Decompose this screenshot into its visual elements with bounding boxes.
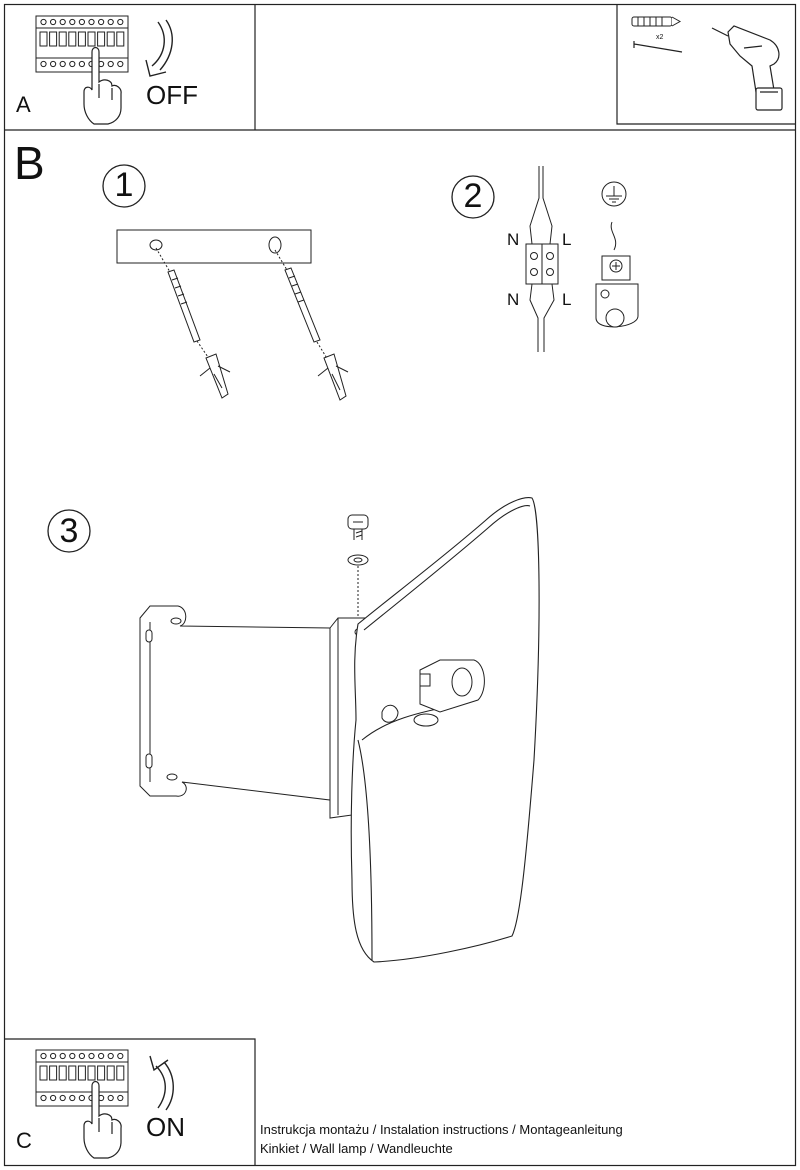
footer-instructions-title: Instrukcja montażu / Instalation instruc… — [260, 1122, 623, 1137]
panel-c-border — [4, 1038, 256, 1166]
off-arrow-icon — [145, 19, 173, 77]
hand-icon — [83, 46, 122, 125]
live-label-bottom: L — [562, 290, 572, 309]
earth-symbol-icon — [601, 181, 627, 207]
wall-plug-icon — [631, 16, 682, 27]
live-label-top: L — [562, 230, 572, 249]
step-1-number: 1 — [114, 166, 134, 204]
wall-bracket — [139, 605, 375, 819]
footer-product-type: Kinkiet / Wall lamp / Wandleuchte — [260, 1141, 453, 1156]
step-3-circle — [47, 509, 91, 553]
neutral-label-bottom: N — [507, 290, 520, 309]
step-1-circle — [102, 164, 146, 208]
mounting-hole-right — [268, 236, 282, 254]
section-a-label: A — [16, 92, 31, 117]
screw-icon — [633, 41, 683, 53]
hand-icon — [83, 1080, 122, 1159]
step-3-number: 3 — [59, 512, 79, 550]
lamp-shade — [350, 497, 540, 963]
page-frame — [3, 3, 797, 1167]
power-on-label: ON — [146, 1112, 185, 1142]
mounting-plate — [116, 229, 312, 264]
step-2-circle — [451, 175, 495, 219]
wiring-diagram — [525, 166, 559, 352]
earth-terminal-icon — [595, 221, 639, 328]
section-c-label: C — [16, 1128, 32, 1153]
neutral-label-top: N — [507, 230, 520, 249]
fixing-screw-icon — [347, 514, 369, 630]
drill-icon — [711, 25, 783, 111]
quantity-label: x2 — [656, 34, 664, 41]
screw-dowel-left — [155, 247, 231, 399]
on-arrow-icon — [149, 1055, 174, 1111]
lamp-socket-icon — [381, 659, 485, 727]
tools-panel-border — [616, 4, 796, 125]
step-2-number: 2 — [463, 177, 483, 215]
breaker-panel-off — [35, 15, 129, 73]
power-off-label: OFF — [146, 80, 198, 110]
breaker-panel-on — [35, 1049, 129, 1107]
screw-dowel-right — [274, 249, 349, 401]
section-b-label: B — [14, 137, 45, 189]
mounting-hole-left — [149, 239, 163, 251]
